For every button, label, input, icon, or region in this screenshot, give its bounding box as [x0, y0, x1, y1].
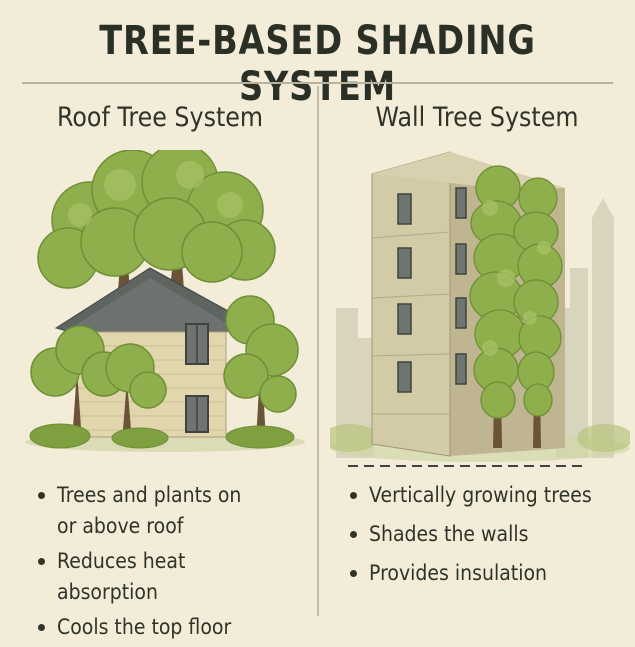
- roof-tree-illustration: [25, 150, 305, 452]
- list-item: Trees and plants on or above roof: [36, 480, 316, 542]
- wall-tree-bullets: Vertically growing trees Shades the wall…: [348, 480, 633, 597]
- bullet-dot: [350, 531, 357, 538]
- bullet-dot: [350, 492, 357, 499]
- bullet-dot: [350, 570, 357, 577]
- list-item: Reduces heat absorption: [36, 546, 316, 608]
- wall-tree-heading: Wall Tree System: [375, 102, 579, 133]
- list-item: Provides insulation: [348, 558, 633, 589]
- building-window: [397, 247, 412, 279]
- bullet-dot: [38, 492, 45, 499]
- bullet-dot: [38, 558, 45, 565]
- building-window: [397, 193, 412, 225]
- vertical-tree: [513, 177, 563, 417]
- vertical-tree: [469, 165, 527, 419]
- roof-tree-bullets: Trees and plants on or above roof Reduce…: [36, 480, 316, 647]
- list-item: Vertically growing trees: [348, 480, 633, 511]
- roof-tree-heading: Roof Tree System: [56, 102, 264, 133]
- building-window: [397, 361, 412, 393]
- title-divider: [22, 82, 613, 84]
- column-divider: [317, 86, 319, 616]
- list-item: Cools the top floor: [36, 612, 316, 643]
- list-item: Shades the walls: [348, 519, 633, 550]
- wall-tree-illustration: [330, 151, 630, 467]
- bullet-dot: [38, 624, 45, 631]
- building-window: [397, 303, 412, 335]
